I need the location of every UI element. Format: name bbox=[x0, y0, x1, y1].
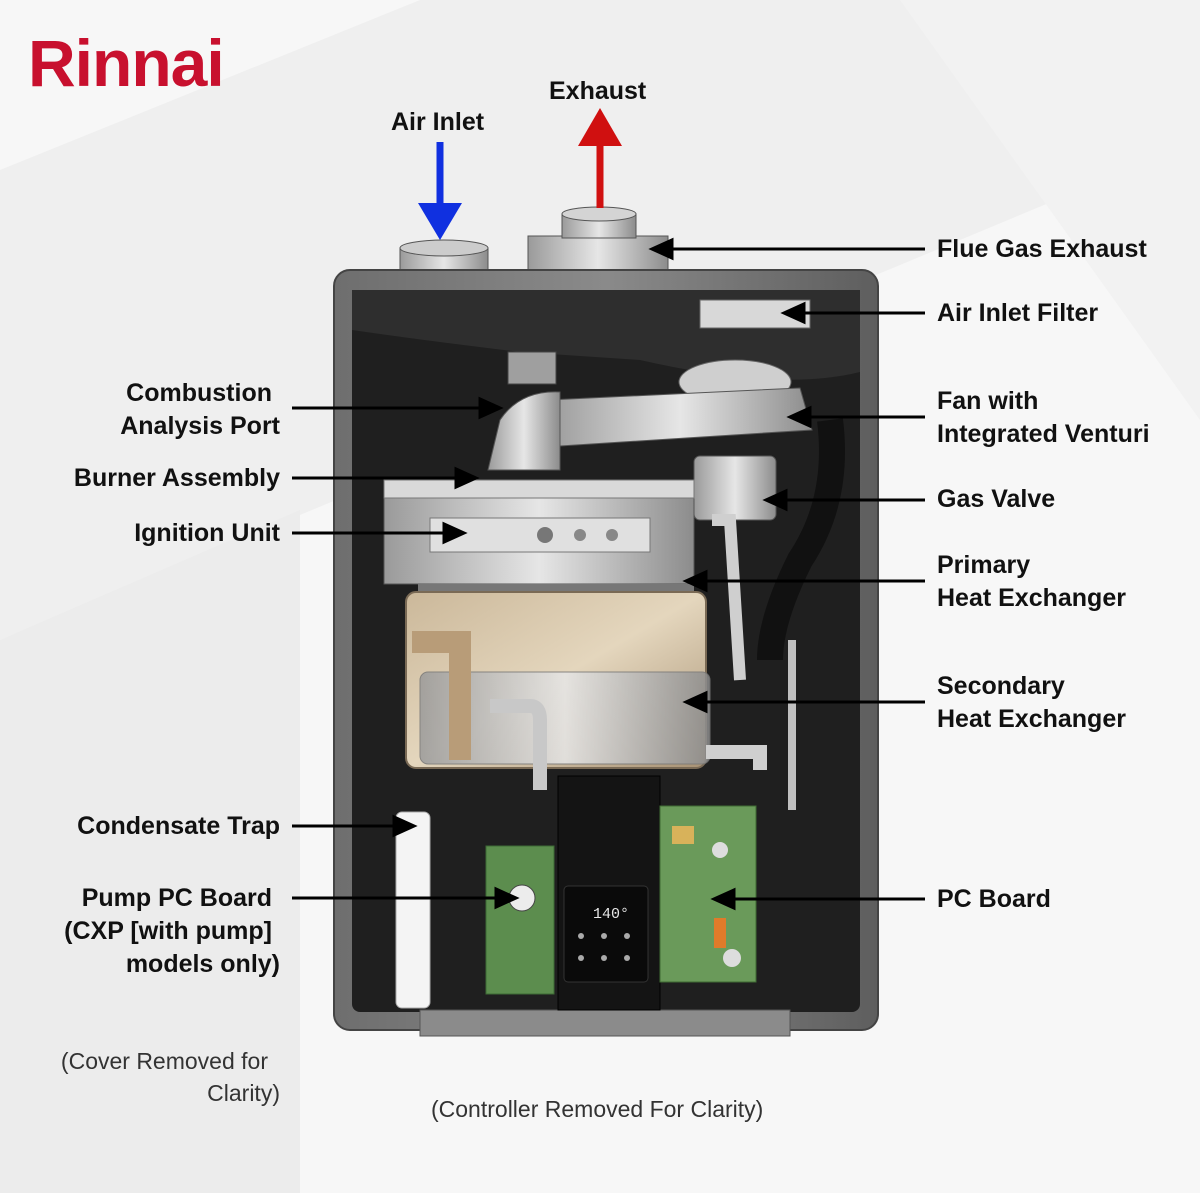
pc-board-label: PC Board bbox=[937, 885, 1051, 913]
secondary-hx-line2: Heat Exchanger bbox=[937, 705, 1126, 733]
rinnai-logo: Rinnai bbox=[28, 26, 225, 100]
display-readout: 140° bbox=[593, 906, 629, 923]
burner-assembly-label: Burner Assembly bbox=[73, 464, 280, 492]
cover-removed-note: (Cover Removed for Clarity) bbox=[20, 1045, 280, 1109]
air-inlet-label: Air Inlet bbox=[391, 108, 485, 136]
exhaust-arrow bbox=[578, 108, 622, 208]
cover-note-line2: Clarity) bbox=[207, 1080, 280, 1106]
fan-label-line1: Fan with bbox=[937, 387, 1039, 415]
controller-removed-note: (Controller Removed For Clarity) bbox=[431, 1096, 764, 1122]
secondary-hx-line1: Secondary bbox=[937, 672, 1065, 700]
air-inlet-arrow bbox=[418, 142, 462, 240]
exhaust-label: Exhaust bbox=[549, 77, 647, 105]
cover-note-line1: (Cover Removed for bbox=[60, 1048, 268, 1074]
condensate-trap bbox=[395, 811, 431, 1009]
pump-board-line2: (CXP [with pump] bbox=[64, 917, 272, 945]
condensate-trap-label: Condensate Trap bbox=[77, 812, 280, 840]
fan bbox=[547, 359, 813, 447]
gas-valve-label: Gas Valve bbox=[937, 485, 1056, 513]
primary-hx-line2: Heat Exchanger bbox=[937, 584, 1126, 612]
air-inlet-collar bbox=[399, 239, 489, 275]
ignition-unit-label: Ignition Unit bbox=[134, 519, 280, 547]
combustion-line1: Combustion bbox=[126, 379, 272, 407]
primary-heat-exchanger-label: Primary Heat Exchanger bbox=[937, 549, 1126, 615]
pump-board-line3: models only) bbox=[125, 950, 280, 978]
fan-label: Fan with Integrated Venturi bbox=[937, 385, 1150, 451]
air-inlet-filter-label: Air Inlet Filter bbox=[937, 299, 1099, 327]
pump-board-line1: Pump PC Board bbox=[81, 884, 272, 912]
fan-label-line2: Integrated Venturi bbox=[937, 420, 1150, 448]
combustion-line2: Analysis Port bbox=[120, 412, 280, 440]
flue-gas-exhaust-label: Flue Gas Exhaust bbox=[937, 235, 1147, 263]
exhaust-collar bbox=[527, 206, 669, 275]
primary-hx-line1: Primary bbox=[937, 551, 1031, 579]
combustion-analysis-port-label: Combustion Analysis Port bbox=[20, 377, 280, 443]
secondary-heat-exchanger-label: Secondary Heat Exchanger bbox=[937, 670, 1126, 736]
gas-valve bbox=[693, 455, 777, 521]
callout-lines bbox=[292, 237, 925, 911]
pump-pc-board-label: Pump PC Board (CXP [with pump] models on… bbox=[20, 882, 280, 981]
pump-pc-board bbox=[485, 845, 555, 995]
